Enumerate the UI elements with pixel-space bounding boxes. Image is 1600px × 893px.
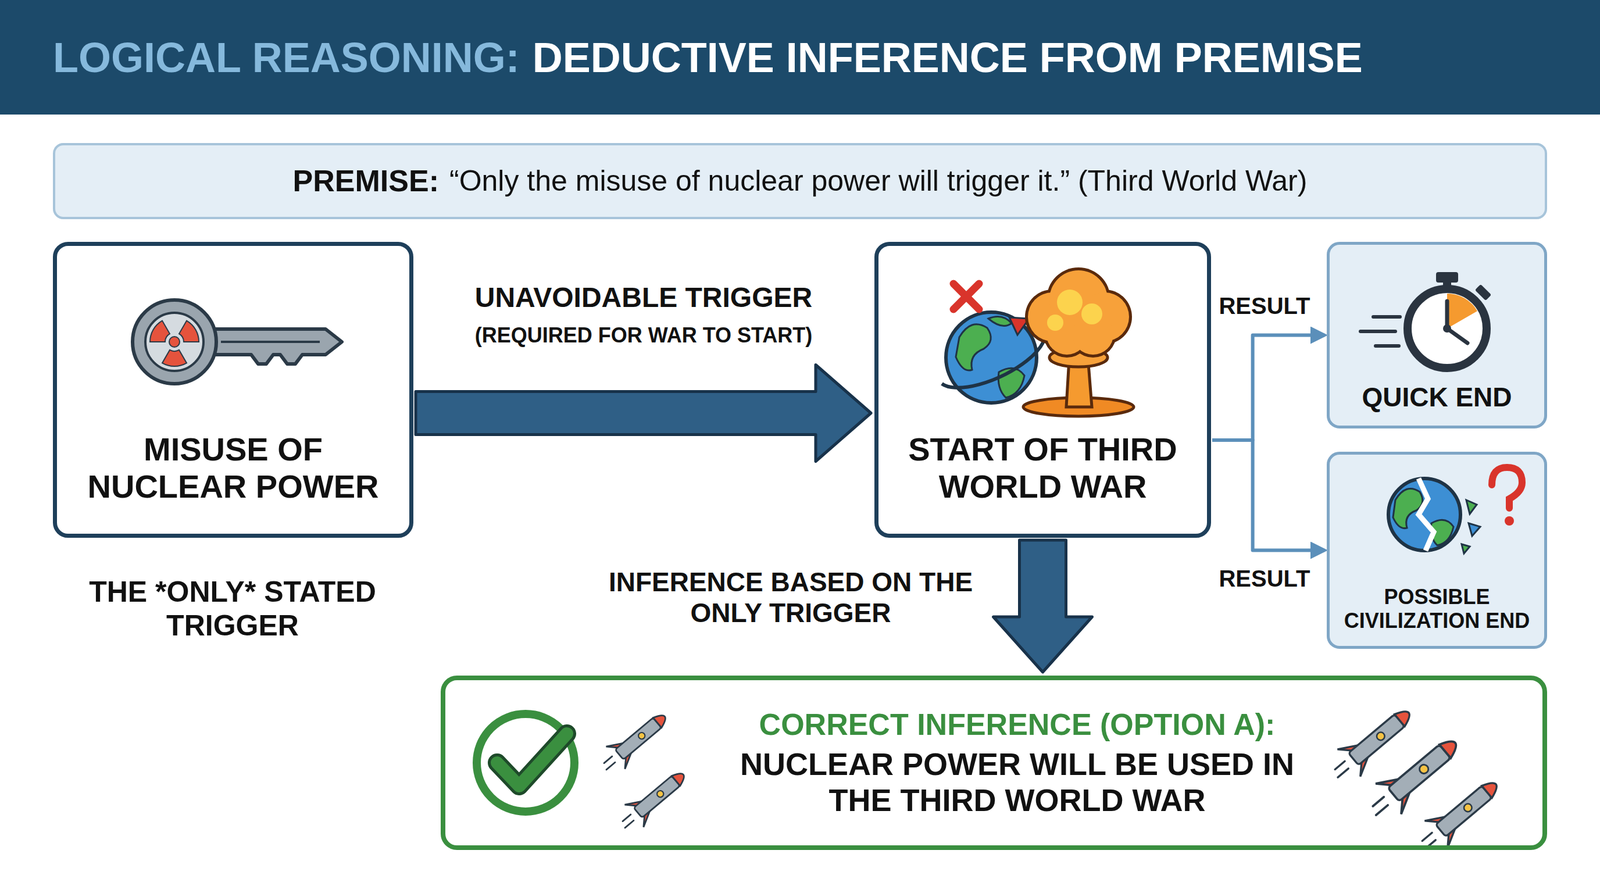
box-heading: CORRECT INFERENCE (OPTION A): [759,707,1276,743]
box-fill [52,143,1548,220]
annotation-label: (REQUIRED FOR WAR TO START) [416,323,871,348]
process-box: MISUSE OF NUCLEAR POWER [52,241,414,538]
box-fill [874,241,1212,538]
block-arrow [993,540,1093,673]
box-fill [1326,451,1548,649]
box-heading: POSSIBLE CIVILIZATION END [1338,584,1535,634]
missile-icons [594,698,1507,860]
edge-label: INFERENCE BASED ON THE ONLY TRIGGER [593,566,989,629]
box-heading: QUICK END [1361,381,1512,413]
premise-box: PREMISE: “Only the misuse of nuclear powe… [52,143,1548,220]
result-arrow [1212,440,1325,550]
conclusion-box: CORRECT INFERENCE (OPTION A):NUCLEAR POW… [440,675,1548,850]
check-icon [476,713,575,812]
stopwatch-icon [1360,272,1492,369]
box-body: NUCLEAR POWER WILL BE USED IN THE THIRD … [732,745,1303,819]
box-heading: PREMISE: [293,163,439,199]
process-box: START OF THIRD WORLD WAR [874,241,1212,538]
result-box: POSSIBLE CIVILIZATION END [1326,451,1548,649]
block-arrow [415,365,871,462]
box-fill [1326,241,1548,429]
box-body: “Only the misuse of nuclear power will t… [449,164,1307,199]
annotation-label: THE *ONLY* STATED TRIGGER [81,575,384,643]
broken-globe-icon [1388,467,1523,554]
box-fill [440,675,1548,850]
edge-label: UNAVOIDABLE TRIGGER [416,281,871,314]
edge-label: RESULT [1206,292,1323,320]
result-arrow [1212,335,1325,441]
title-text: LOGICAL REASONING: [52,33,520,82]
box-heading: MISUSE OF NUCLEAR POWER [68,430,398,506]
globe-explosion-icon [941,267,1134,417]
annotation-label: DEDUCTIVE INFERENCE FROM PREMISE [532,33,1363,82]
nuclear-key-icon [132,300,342,384]
edge-label: RESULT [1206,565,1323,592]
result-box: QUICK END [1326,241,1548,429]
title-band: LOGICAL REASONING:DEDUCTIVE INFERENCE FR… [0,0,1600,115]
box-heading: START OF THIRD WORLD WAR [890,430,1196,506]
box-fill [52,241,414,538]
